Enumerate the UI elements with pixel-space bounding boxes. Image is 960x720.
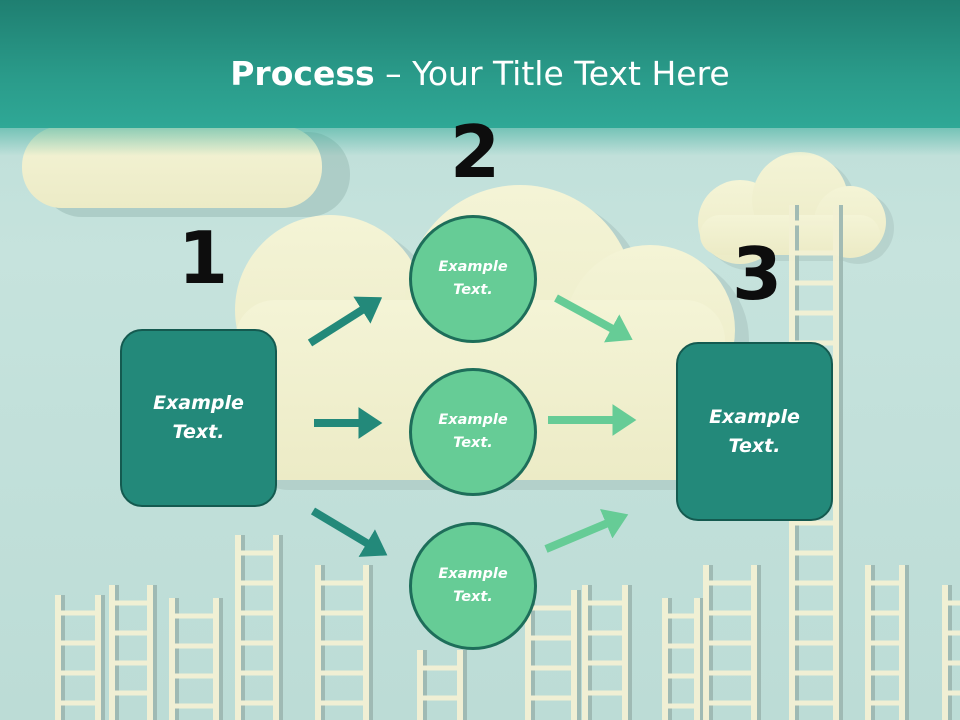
step-number-3: 3 bbox=[732, 232, 783, 316]
ladder bbox=[169, 598, 223, 720]
step-2-circle-middle: Example Text. bbox=[409, 368, 537, 496]
ladder bbox=[662, 598, 704, 720]
ladder bbox=[235, 535, 283, 720]
step-1-box: Example Text. bbox=[120, 329, 277, 507]
title-rest: – Your Title Text Here bbox=[374, 54, 730, 93]
step-3-text: Example Text. bbox=[709, 405, 800, 457]
step-number-2: 2 bbox=[450, 110, 501, 194]
ladder bbox=[417, 650, 467, 720]
ladder bbox=[315, 565, 373, 720]
arrow-2c-to-3 bbox=[544, 508, 629, 553]
ladder bbox=[942, 585, 960, 720]
step-1-text: Example Text. bbox=[153, 392, 244, 443]
title-bar-fade bbox=[0, 126, 960, 156]
slide-title: Process – Your Title Text Here bbox=[0, 52, 960, 96]
step-2-text-middle: Example Text. bbox=[438, 412, 508, 451]
step-2-text-bottom: Example Text. bbox=[438, 566, 508, 605]
ladder bbox=[703, 565, 761, 720]
step-3-box: Example Text. bbox=[676, 342, 833, 521]
ladder bbox=[55, 595, 105, 720]
arrow-1-to-2a bbox=[307, 296, 383, 347]
step-2-text-top: Example Text. bbox=[438, 259, 508, 298]
arrow-2a-to-3 bbox=[554, 294, 633, 343]
step-number-1: 1 bbox=[178, 216, 229, 300]
title-bold: Process bbox=[230, 54, 375, 93]
step-2-circle-bottom: Example Text. bbox=[409, 522, 537, 650]
ladder bbox=[582, 585, 632, 720]
arrow-1-to-2c bbox=[310, 507, 388, 557]
step-2-circle-top: Example Text. bbox=[409, 215, 537, 343]
title-bar bbox=[0, 0, 960, 128]
ladder bbox=[109, 585, 157, 720]
ladder bbox=[865, 565, 909, 720]
